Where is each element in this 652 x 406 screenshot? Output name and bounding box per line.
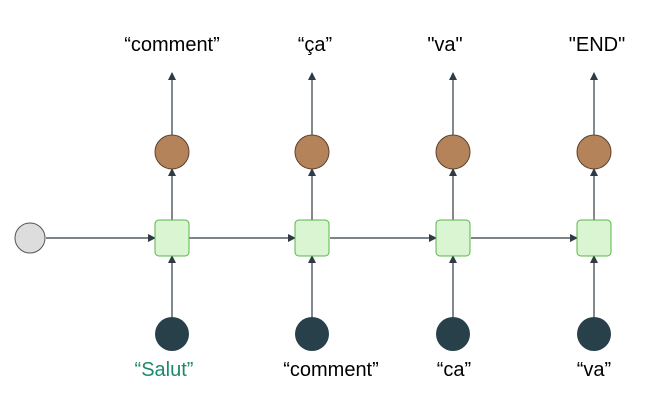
output-node [576, 134, 612, 170]
time-step-1 [154, 72, 190, 351]
hidden-cell [154, 219, 190, 257]
input-node [295, 317, 329, 351]
output-node [294, 134, 330, 170]
initial-state-node [14, 222, 46, 254]
hidden-cell [435, 219, 471, 257]
input-node [577, 317, 611, 351]
output-label-1: “comment” [124, 34, 220, 56]
input-label-1: “Salut” [134, 359, 194, 381]
input-label-2: “comment” [283, 359, 379, 381]
time-step-4 [576, 72, 612, 351]
time-step-2 [294, 72, 330, 351]
output-node [435, 134, 471, 170]
input-node [155, 317, 189, 351]
output-label-2: “ça” [297, 34, 333, 56]
hidden-cell [294, 219, 330, 257]
input-node [436, 317, 470, 351]
output-label-3: "va" [427, 34, 463, 56]
input-label-4: “va” [576, 359, 612, 381]
hidden-cell [576, 219, 612, 257]
time-step-3 [435, 72, 471, 351]
output-node [154, 134, 190, 170]
input-label-3: “ca” [436, 359, 472, 381]
output-label-4: "END" [568, 34, 626, 56]
